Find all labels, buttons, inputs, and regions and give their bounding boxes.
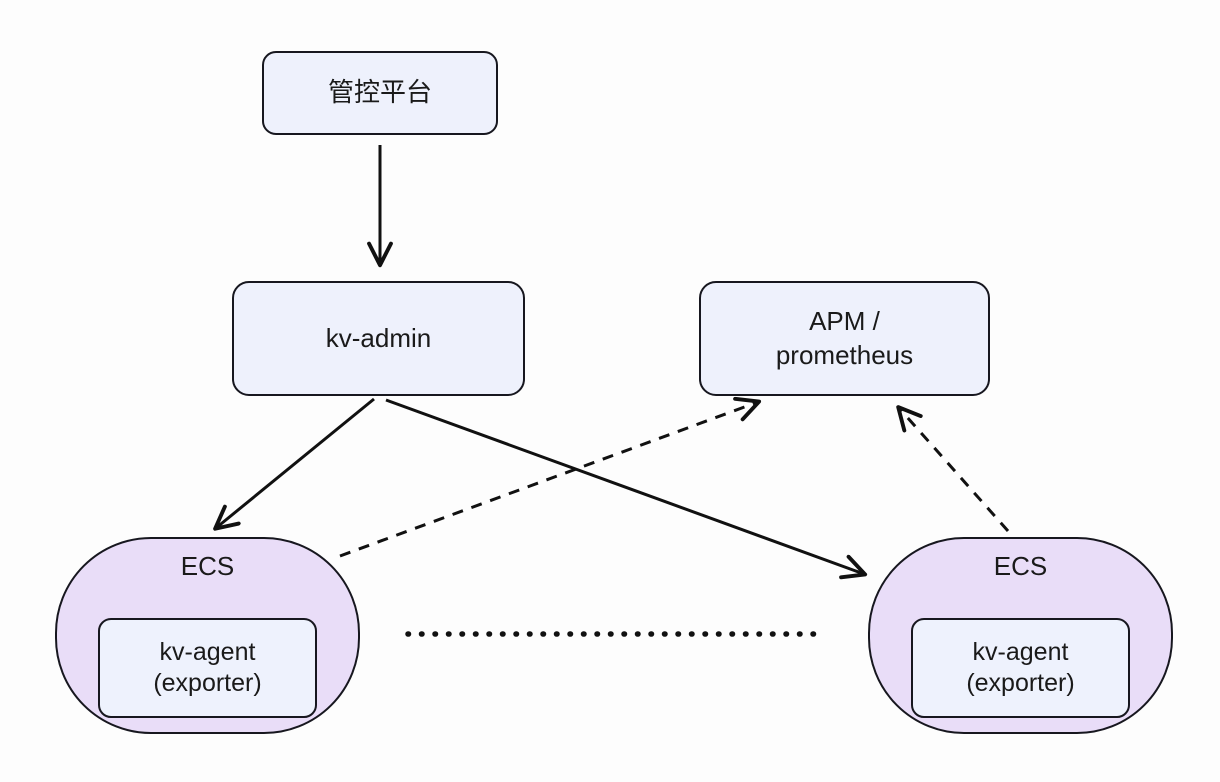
node-kv-agent-left: kv-agent (exporter): [98, 618, 317, 718]
kv-agent-right-label: kv-agent (exporter): [966, 637, 1075, 697]
ecs-left-label: ECS: [180, 551, 235, 581]
kv-admin-label: kv-admin: [325, 322, 432, 353]
node-ecs-right: ECS kv-agent (exporter): [868, 537, 1173, 734]
ecs-right-label: ECS: [993, 551, 1048, 581]
dashed-arrow-ecs-left-to-apm: [339, 402, 758, 558]
node-apm-prometheus: APM / prometheus: [699, 281, 990, 396]
apm-prometheus-label: APM / prometheus: [775, 305, 914, 370]
arrow-admin-to-ecs-left: [216, 397, 375, 528]
dashed-arrow-ecs-right-to-apm: [899, 408, 1010, 532]
kv-agent-left-label: kv-agent (exporter): [153, 637, 262, 697]
control-platform-label: 管控平台: [327, 77, 432, 108]
node-kv-agent-right: kv-agent (exporter): [911, 618, 1130, 718]
node-kv-admin: kv-admin: [232, 281, 525, 396]
node-ecs-left: ECS kv-agent (exporter): [55, 537, 360, 734]
node-control-platform: 管控平台: [262, 51, 498, 135]
arrow-admin-to-ecs-right: [385, 398, 864, 574]
